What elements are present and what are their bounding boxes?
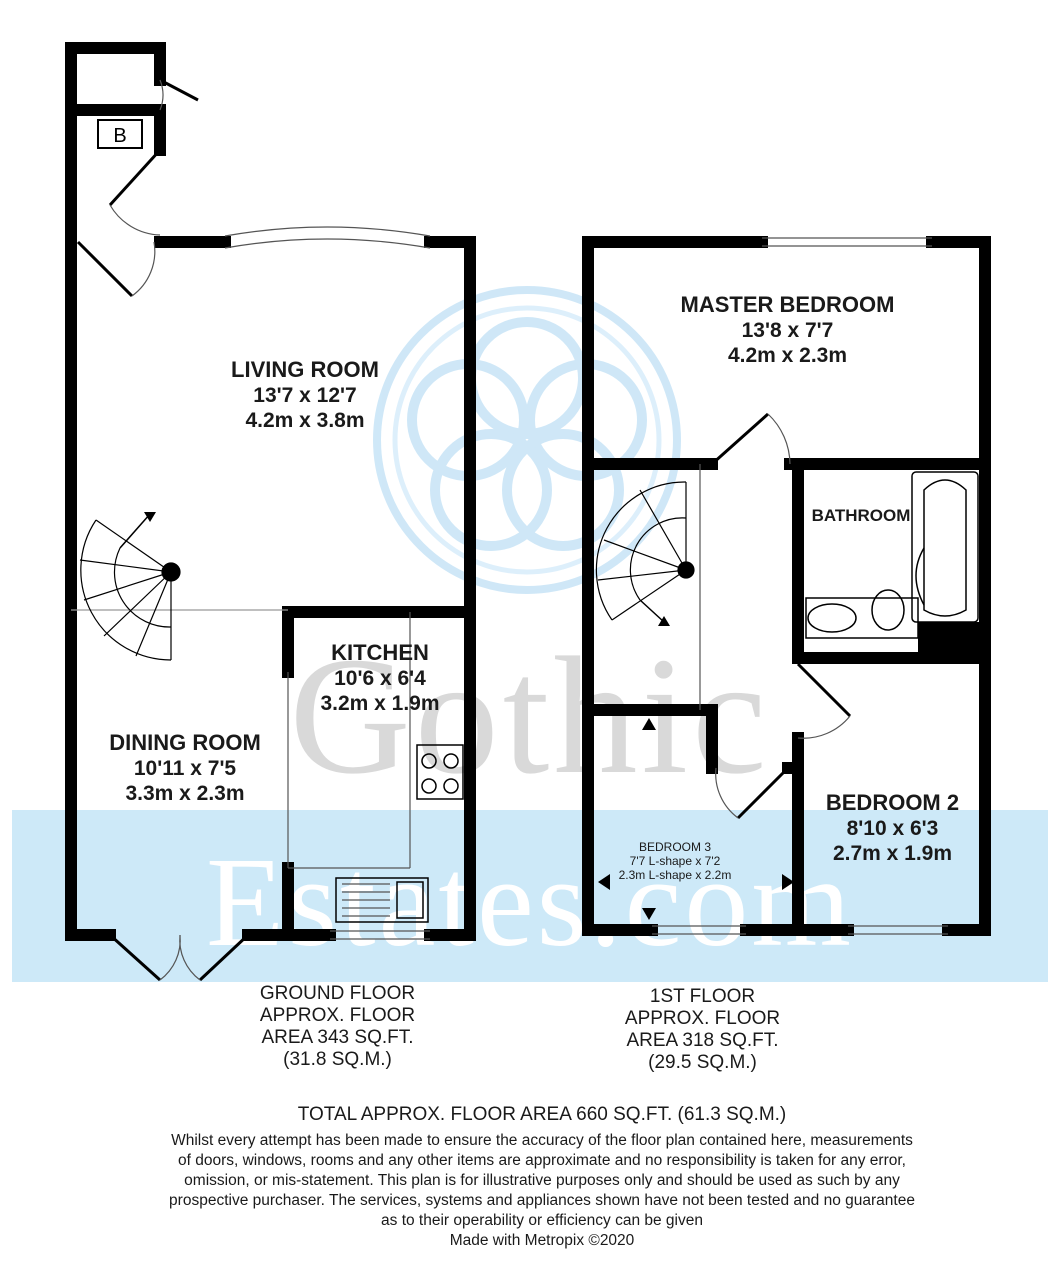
living-room-metric: 4.2m x 3.8m [245,409,365,432]
bathroom-name: BATHROOM [811,506,911,525]
bedroom2-metric: 2.7m x 1.9m [832,842,953,865]
bedroom3-arrows [598,718,794,920]
living-room-name: LIVING ROOM [231,357,379,382]
master-bedroom-imperial: 13'8 x 7'7 [741,319,834,342]
dining-room-metric: 3.3m x 2.3m [125,782,245,805]
watermark-band [12,810,1048,982]
bathroom-label: BATHROOM [802,506,920,526]
kitchen-label: KITCHEN 10'6 x 6'4 3.2m x 1.9m [295,640,465,716]
disclaimer: Whilst every attempt has been made to en… [0,1131,1060,1251]
boiler-box [97,119,143,149]
disclaimer-line4: prospective purchaser. The services, sys… [169,1192,915,1209]
ground-floor-caption-line4: (31.8 SQ.M.) [283,1049,392,1070]
kitchen-imperial: 10'6 x 6'4 [334,667,426,690]
ground-floor-walls [65,42,476,941]
first-floor-caption-line4: (29.5 SQ.M.) [648,1052,757,1073]
watermark-logo [373,286,681,594]
disclaimer-line5: as to their operability or efficiency ca… [381,1212,703,1229]
bedroom2-imperial: 8'10 x 6'3 [846,817,939,840]
master-bedroom-name: MASTER BEDROOM [680,292,895,317]
bedroom2-name: BEDROOM 2 [825,790,960,815]
first-floor-caption: 1ST FLOOR APPROX. FLOOR AREA 318 SQ.FT. … [585,986,820,1074]
master-bedroom-label: MASTER BEDROOM 13'8 x 7'7 4.2m x 2.3m [640,292,935,368]
total-floor-area: TOTAL APPROX. FLOOR AREA 660 SQ.FT. (61.… [297,1104,787,1125]
bedroom2-label: BEDROOM 2 8'10 x 6'3 2.7m x 1.9m [800,790,985,866]
ground-floor-caption: GROUND FLOOR APPROX. FLOOR AREA 343 SQ.F… [220,983,455,1071]
master-bedroom-metric: 4.2m x 2.3m [727,344,848,367]
disclaimer-line2: of doors, windows, rooms and any other i… [177,1152,906,1169]
first-floor-details [595,237,979,935]
first-floor-caption-line2: APPROX. FLOOR [624,1008,781,1029]
ground-floor-details [71,78,464,982]
first-floor-caption-line1: 1ST FLOOR [649,986,756,1007]
kitchen-metric: 3.2m x 1.9m [320,692,440,715]
living-room-imperial: 13'7 x 12'7 [253,384,357,407]
living-room-label: LIVING ROOM 13'7 x 12'7 4.2m x 3.8m [190,357,420,433]
ground-floor-caption-line3: AREA 343 SQ.FT. [261,1027,414,1048]
dining-room-name: DINING ROOM [109,730,261,755]
kitchen-name: KITCHEN [331,640,429,665]
dining-room-label: DINING ROOM 10'11 x 7'5 3.3m x 2.3m [80,730,290,806]
bedroom3-label: BEDROOM 3 7'7 L-shape x 7'2 2.3m L-shape… [600,840,750,882]
first-floor-caption-line3: AREA 318 SQ.FT. [626,1030,779,1051]
bathroom-boxing [918,622,980,658]
dining-room-imperial: 10'11 x 7'5 [133,757,237,780]
ground-floor-caption-line1: GROUND FLOOR [259,983,416,1004]
bedroom3-imperial: 7'7 L-shape x 7'2 [629,854,721,868]
boiler-label: B [113,125,126,147]
watermark-word-estates: Estates.com [206,831,854,973]
bedroom3-name: BEDROOM 3 [638,840,711,854]
ground-floor-caption-line2: APPROX. FLOOR [259,1005,416,1026]
disclaimer-line6: Made with Metropix ©2020 [449,1232,635,1249]
bedroom3-metric: 2.3m L-shape x 2.2m [618,868,732,882]
disclaimer-line3: omission, or mis-statement. This plan is… [184,1172,900,1189]
disclaimer-line1: Whilst every attempt has been made to en… [171,1132,913,1149]
